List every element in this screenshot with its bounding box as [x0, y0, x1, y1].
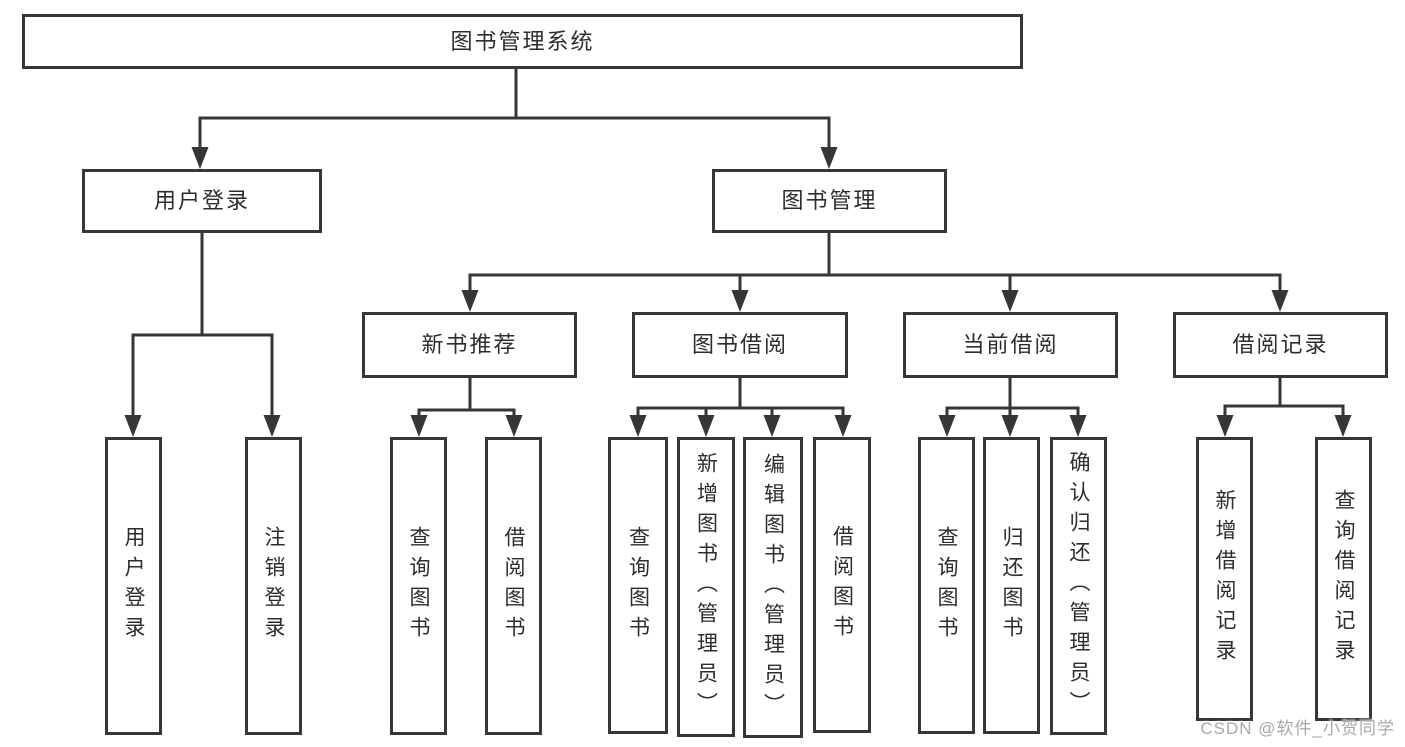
node-book-borrowing-label: 图书借阅 — [691, 332, 788, 357]
node-new-book-recommend-label: 新书推荐 — [421, 332, 518, 357]
node-nbr-borrow-books: 借阅图书 — [485, 437, 542, 735]
node-bb-add-books: 新增图书（管理员） — [677, 437, 735, 737]
node-nbr-query-books: 查询图书 — [390, 437, 447, 735]
node-borrowing-records: 借阅记录 — [1173, 312, 1388, 378]
node-logout-label: 注销登录 — [262, 526, 285, 646]
connector-new-book-recommend-children — [410, 377, 523, 437]
node-br-query-record-label: 查询借阅记录 — [1332, 489, 1355, 669]
node-user-login-leaf: 用户登录 — [105, 437, 162, 735]
node-user-login-label: 用户登录 — [153, 188, 250, 213]
node-cb-confirm-return: 确认归还（管理员） — [1050, 437, 1107, 735]
connector-user-login-children — [124, 232, 281, 437]
node-cb-return-books-label: 归还图书 — [1000, 525, 1023, 646]
node-bb-query-books-label: 查询图书 — [626, 525, 650, 646]
node-library-system-label: 图书管理系统 — [450, 28, 595, 54]
node-br-query-record: 查询借阅记录 — [1315, 437, 1372, 721]
node-bb-query-books: 查询图书 — [608, 437, 668, 734]
node-nbr-query-books-label: 查询图书 — [407, 526, 430, 646]
connector-borrowing-records-children — [1216, 377, 1352, 437]
node-current-borrowing-label: 当前借阅 — [962, 332, 1059, 357]
node-book-management: 图书管理 — [712, 169, 947, 233]
node-nbr-borrow-books-label: 借阅图书 — [502, 526, 525, 646]
node-current-borrowing: 当前借阅 — [903, 312, 1118, 378]
node-new-book-recommend: 新书推荐 — [362, 312, 577, 378]
node-library-system: 图书管理系统 — [22, 14, 1023, 69]
node-bb-edit-books: 编辑图书（管理员） — [743, 437, 803, 738]
node-bb-edit-books-label: 编辑图书（管理员） — [761, 452, 785, 723]
connector-book-management-children — [461, 232, 1289, 312]
node-br-add-record: 新增借阅记录 — [1196, 437, 1253, 721]
connector-current-borrowing-children — [938, 377, 1087, 437]
node-book-management-label: 图书管理 — [781, 188, 878, 213]
node-book-borrowing: 图书借阅 — [632, 312, 848, 378]
node-br-add-record-label: 新增借阅记录 — [1213, 489, 1236, 669]
connector-book-borrowing-children — [629, 377, 852, 437]
watermark: CSDN @软件_小贺同学 — [1200, 719, 1395, 738]
node-user-login-leaf-label: 用户登录 — [122, 526, 145, 646]
node-cb-query-books-label: 查询图书 — [935, 525, 958, 646]
node-bb-borrow-books: 借阅图书 — [813, 437, 871, 733]
node-cb-return-books: 归还图书 — [983, 437, 1040, 734]
connector-root-to-level2 — [191, 67, 838, 169]
node-bb-add-books-label: 新增图书（管理员） — [694, 452, 718, 722]
node-cb-query-books: 查询图书 — [918, 437, 975, 734]
node-bb-borrow-books-label: 借阅图书 — [830, 525, 854, 645]
node-user-login: 用户登录 — [82, 169, 322, 233]
node-logout: 注销登录 — [245, 437, 302, 735]
node-borrowing-records-label: 借阅记录 — [1232, 332, 1329, 357]
node-cb-confirm-return-label: 确认归还（管理员） — [1067, 451, 1090, 721]
